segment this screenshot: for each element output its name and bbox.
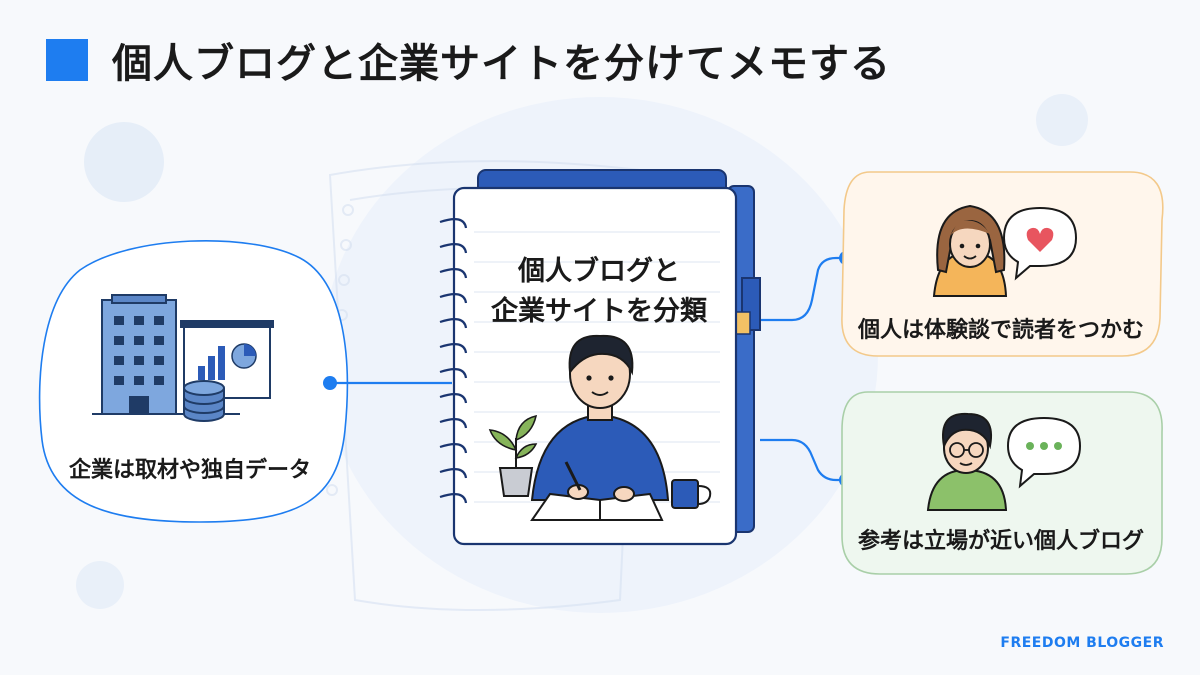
plant-icon	[488, 414, 538, 497]
right-top-card-label: 個人は体験談で読者をつかむ	[857, 318, 1144, 343]
left-card-label: 企業は取材や独自データ	[68, 458, 311, 483]
notebook	[439, 169, 761, 546]
man-avatar	[926, 412, 1008, 511]
database-icon	[183, 380, 225, 422]
spiral-binding	[439, 217, 468, 504]
notebook-title: 個人ブログと 企業サイトを分類	[470, 252, 728, 332]
left-card	[38, 239, 349, 523]
brand-logo-text: FREEDOM BLOGGER	[1000, 635, 1164, 651]
notebook-title-line1: 個人ブログと	[518, 256, 680, 287]
right-bottom-connector	[760, 438, 846, 482]
pen-icon	[564, 461, 582, 491]
ellipsis-speech-bubble-icon	[1006, 416, 1082, 489]
connectors	[330, 256, 846, 482]
right-top-connector	[760, 256, 846, 322]
page-title: 個人ブログと企業サイトを分けてメモする	[112, 41, 891, 87]
person-writing	[530, 334, 670, 521]
page-title-row: 個人ブログと企業サイトを分けてメモする	[46, 30, 891, 90]
title-accent-square	[46, 39, 88, 81]
right-bottom-card-label: 参考は立場が近い個人ブログ	[857, 529, 1144, 554]
notebook-title-line2: 企業サイトを分類	[491, 296, 707, 327]
right-bottom-card	[841, 391, 1163, 575]
mug-icon	[671, 479, 712, 509]
office-building-icon	[92, 294, 240, 415]
heart-speech-bubble-icon	[1002, 206, 1078, 281]
woman-avatar	[932, 204, 1008, 297]
left-connector-dot	[323, 376, 337, 390]
right-top-card	[841, 171, 1164, 357]
